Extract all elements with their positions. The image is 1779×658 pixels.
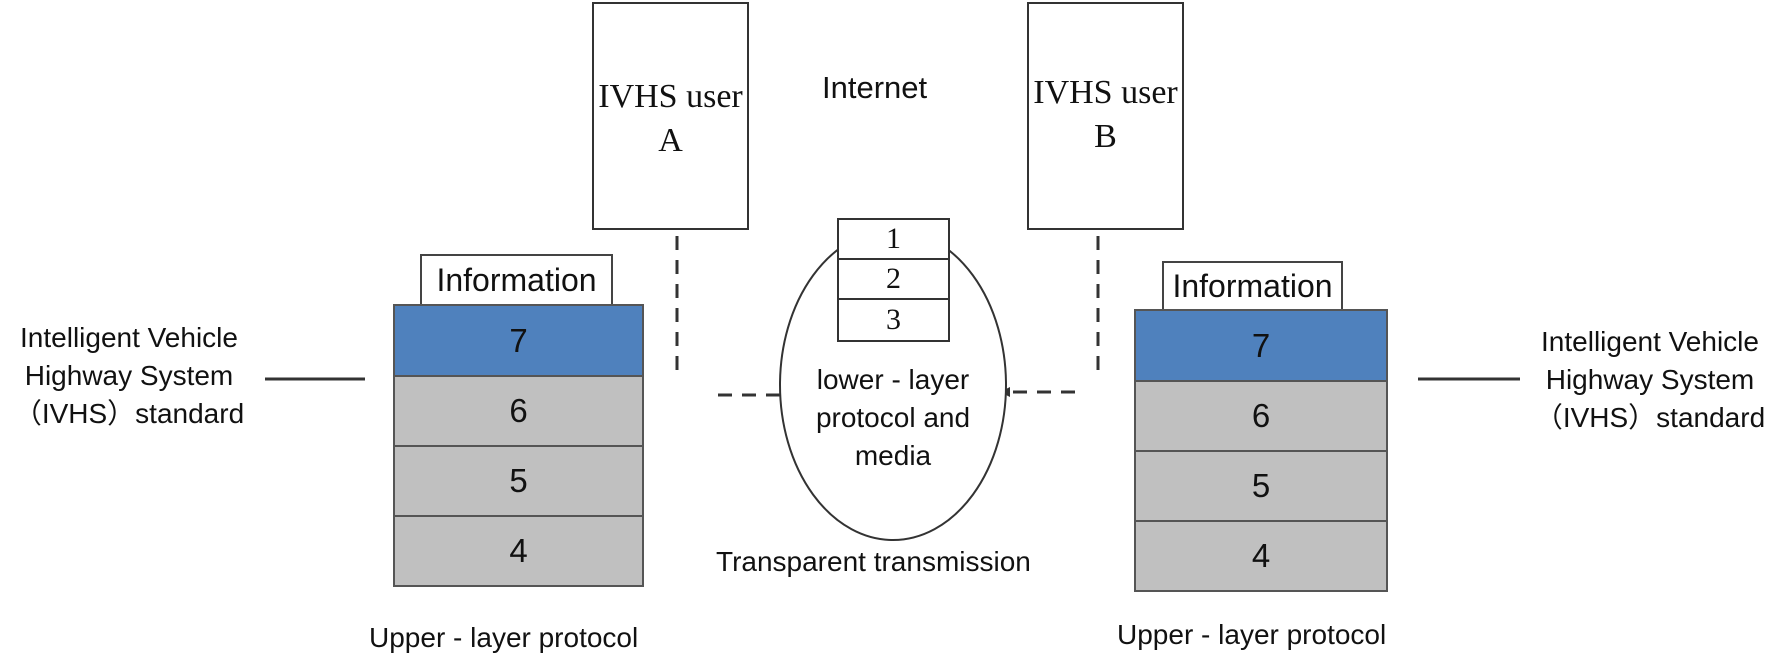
right-layer-6: 6 [1134,380,1388,452]
left-ivhs-standard-line3: （IVHS）standard [13,398,245,429]
ivhs-user-b-box: IVHS user B [1027,2,1184,230]
transparent-transmission-caption: Transparent transmission [716,546,1031,577]
ivhs-user-b-letter: B [1094,118,1117,155]
right-ivhs-standard-line1: Intelligent Vehicle [1541,326,1759,357]
right-ivhs-standard-label: Intelligent Vehicle Highway System （IVHS… [1521,323,1779,437]
network-layer-3: 3 [837,298,950,342]
network-layer-2: 2 [837,258,950,300]
left-upper-layer-caption: Upper - layer protocol [369,622,639,653]
internet-label: Internet [822,70,928,105]
ivhs-user-a-letter: A [658,122,683,159]
right-layer-4: 4 [1134,520,1388,592]
right-ivhs-standard-line3: （IVHS）standard [1534,402,1766,433]
network-description-line2: protocol and [815,402,971,433]
network-description-line1: lower - layer [816,364,970,395]
network-description: lower - layer protocol and media [793,361,993,475]
right-layer-5: 5 [1134,450,1388,522]
left-information-box: Information [420,254,613,306]
left-ivhs-standard-line2: Highway System [24,360,234,391]
left-layer-4: 4 [393,515,644,587]
right-ivhs-standard-line2: Highway System [1545,364,1755,395]
right-layer-7: 7 [1134,309,1388,382]
ivhs-user-a-box: IVHS user A [592,2,749,230]
network-description-line3: media [854,440,932,471]
left-layer-6: 6 [393,375,644,447]
left-layer-5: 5 [393,445,644,517]
right-information-box: Information [1162,261,1343,311]
left-ivhs-standard-label: Intelligent Vehicle Highway System （IVHS… [0,319,258,433]
left-ivhs-standard-line1: Intelligent Vehicle [20,322,238,353]
network-layer-1: 1 [837,218,950,260]
left-layer-7: 7 [393,304,644,377]
right-upper-layer-caption: Upper - layer protocol [1117,619,1387,650]
ivhs-user-b-title: IVHS user [1033,74,1178,111]
ivhs-user-a-title: IVHS user [598,78,743,115]
